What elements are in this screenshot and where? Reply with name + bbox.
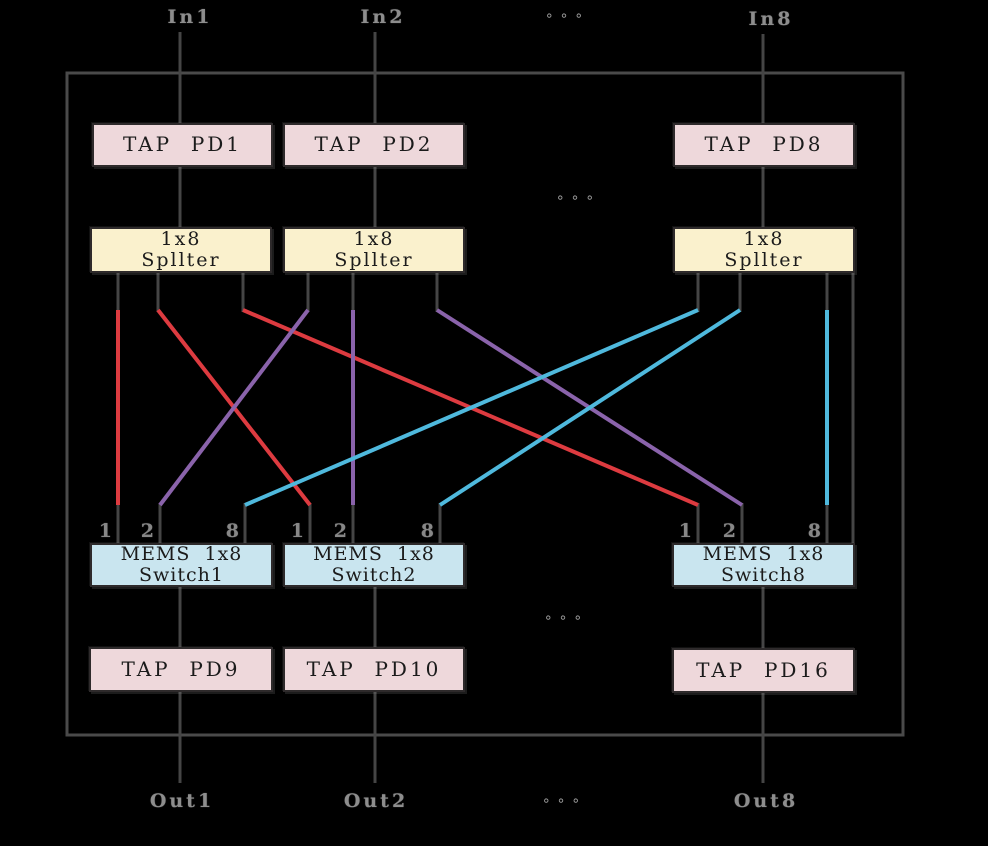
link-splitter8-out2-to-switch2-port8 [438,308,742,507]
switch1-port2-label: 2 [140,520,154,542]
input-label-in2: In2 [360,6,406,28]
ellipsis-dots-top: ∘∘∘ [544,8,590,24]
mems-switch8-box: MEMS 1x8 Switch8 [672,543,855,587]
switch2-port1-label: 1 [290,520,304,542]
switch1-port1-label: 1 [98,520,112,542]
tap-pd2-box: TAP PD2 [283,123,465,167]
tap-pd16-label: TAP PD16 [696,657,831,682]
splitter2-line1: 1x8 [353,228,395,251]
output-label-out8: Out8 [733,790,799,812]
switch2-port8-label: 8 [420,520,434,542]
mems-switch2-line2: Switch2 [331,564,417,586]
tap-pd8-box: TAP PD8 [673,123,855,167]
mems-switch8-line2: Switch8 [721,564,806,586]
splitter1-line1: 1x8 [160,228,202,251]
link-splitter8-out1-to-switch1-port8 [244,308,699,507]
tap-pd10-label: TAP PD10 [306,656,442,681]
splitter8-box: 1x8 Spllter [673,227,855,273]
splitter8-line2: Spllter [724,249,804,271]
output-label-out2: Out2 [343,790,409,812]
switch8-port8-label: 8 [807,520,821,542]
mems-switch1-box: MEMS 1x8 Switch1 [90,543,273,587]
tap-pd9-box: TAP PD9 [89,647,273,692]
mems-switch2-line1: MEMS 1x8 [313,543,435,566]
ellipsis-dots-bottom: ∘∘∘ [541,793,587,809]
switch1-port8-label: 8 [225,520,239,542]
ellipsis-dots-switch-row: ∘∘∘ [543,610,589,626]
mems-switch1-line1: MEMS 1x8 [120,543,243,566]
splitter1-box: 1x8 Spllter [90,227,272,273]
mems-switch2-box: MEMS 1x8 Switch2 [283,543,465,587]
splitter2-line2: Spllter [334,249,414,271]
splitter8-line1: 1x8 [743,228,785,251]
tap-pd8-label: TAP PD8 [704,132,824,157]
outer-frame [65,71,905,737]
ellipsis-dots-tap-top: ∘∘∘ [555,190,601,206]
splitter2-box: 1x8 Spllter [283,227,465,273]
tap-pd1-box: TAP PD1 [92,123,273,167]
tap-pd10-box: TAP PD10 [283,647,465,692]
input-label-in1: In1 [167,6,213,28]
mems-switch1-line2: Switch1 [139,564,224,586]
link-splitter2-out1-to-switch1-port2 [158,308,310,507]
switch8-port1-label: 1 [678,520,692,542]
switch2-port2-label: 2 [333,520,347,542]
mems-switch8-line1: MEMS 1x8 [702,543,825,566]
tap-pd16-box: TAP PD16 [672,648,855,693]
tap-pd9-label: TAP PD9 [121,656,241,681]
input-label-in8: In8 [748,8,794,30]
tap-pd1-label: TAP PD1 [122,132,243,157]
output-label-out1: Out1 [149,790,215,812]
switch8-port2-label: 2 [722,520,736,542]
splitter1-line2: Spllter [141,249,221,271]
tap-pd2-label: TAP PD2 [314,132,434,157]
